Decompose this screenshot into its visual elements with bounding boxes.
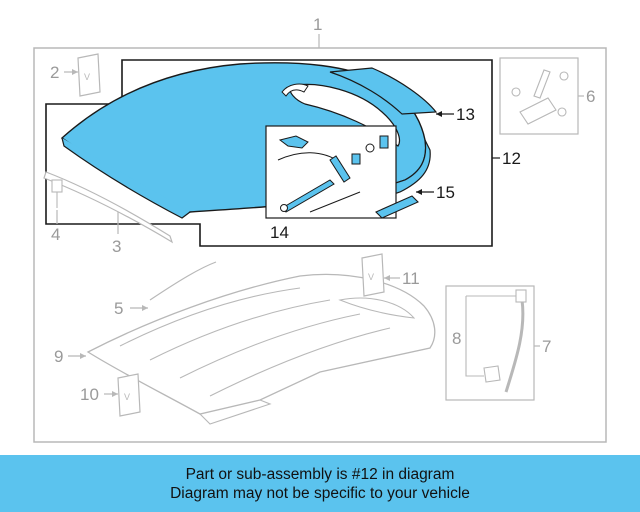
callout-2: 2 <box>50 63 59 82</box>
callout-12: 12 <box>502 149 521 168</box>
callout-3: 3 <box>112 237 121 256</box>
label-tag-11: V <box>361 253 385 297</box>
callout-5: 5 <box>114 299 123 318</box>
inset-14-parts <box>277 135 389 213</box>
svg-text:V: V <box>368 272 374 282</box>
info-banner: Part or sub-assembly is #12 in diagram D… <box>0 455 640 512</box>
callout-15: 15 <box>436 183 455 202</box>
callout-4: 4 <box>51 225 60 244</box>
parts-diagram: 1 12 13 14 15 V <box>33 15 607 443</box>
seal-strip <box>375 195 419 219</box>
callout-14: 14 <box>270 223 289 242</box>
svg-text:V: V <box>124 392 130 402</box>
callout-1: 1 <box>313 15 322 34</box>
rear-glass <box>329 67 438 115</box>
svg-text:V: V <box>84 72 90 82</box>
callout-9: 9 <box>54 347 63 366</box>
hardware-7-parts <box>465 289 527 393</box>
callout-5-arrow <box>142 305 148 311</box>
label-tag-10: V <box>117 373 141 417</box>
callout-10: 10 <box>80 385 99 404</box>
hardware-6-parts <box>511 69 569 125</box>
banner-line-2: Diagram may not be specific to your vehi… <box>170 484 470 502</box>
label-tag-2: V <box>77 53 101 97</box>
rail-3 <box>43 171 174 244</box>
callout-13: 13 <box>456 105 475 124</box>
callout-10-arrow <box>112 391 118 397</box>
callout-13-arrow <box>436 111 442 117</box>
callout-11: 11 <box>402 269 420 288</box>
callout-7: 7 <box>542 337 551 356</box>
callout-11-arrow <box>384 275 390 281</box>
callout-2-arrow <box>72 69 78 75</box>
banner-line-1: Part or sub-assembly is #12 in diagram <box>185 465 455 483</box>
callout-15-arrow <box>416 189 422 195</box>
fastener-4 <box>51 179 63 208</box>
outer-frame <box>33 47 607 443</box>
soft-top-frame <box>86 261 436 425</box>
callout-6: 6 <box>586 87 595 106</box>
callout-9-arrow <box>80 353 86 359</box>
callout-8: 8 <box>452 329 461 348</box>
